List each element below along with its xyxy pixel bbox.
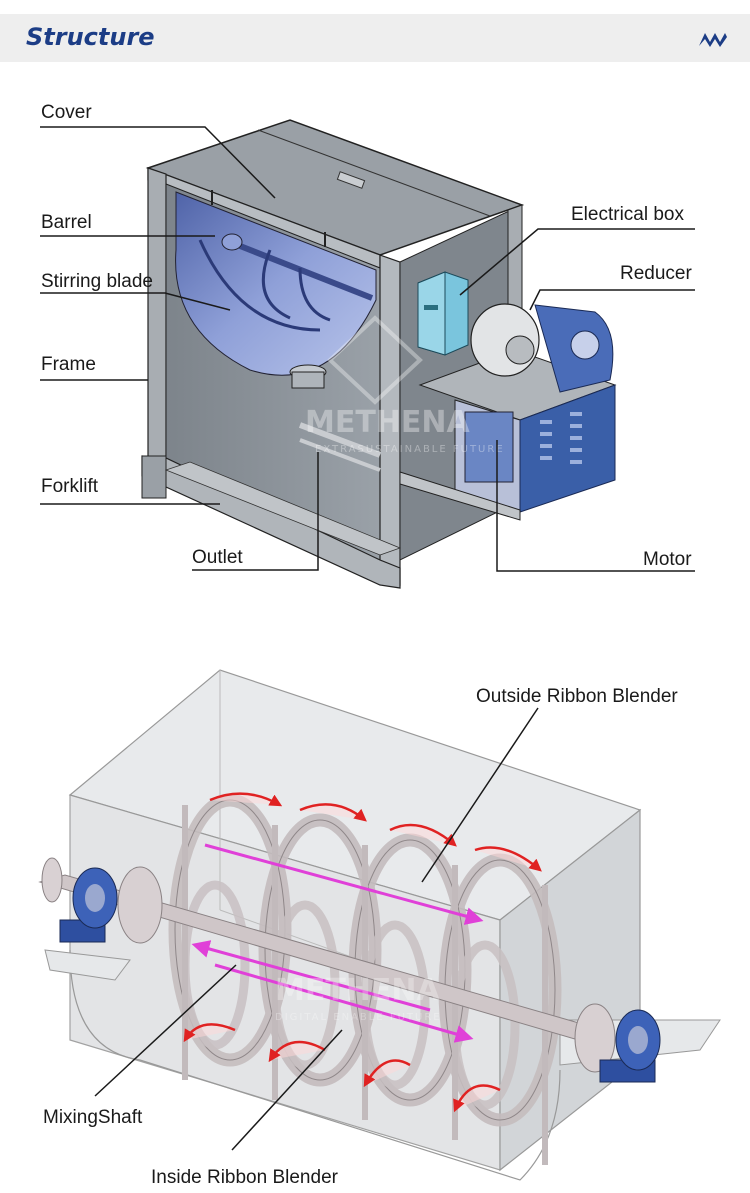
watermark-subtext: DIGITAL ENABLE FUTURE [275, 1012, 442, 1023]
label-inside-ribbon-blender: Inside Ribbon Blender [151, 1167, 338, 1188]
methena-logo-icon [699, 33, 727, 47]
label-forklift: Forklift [41, 476, 98, 497]
stirring-blade-leader-line [40, 292, 231, 311]
label-outside-ribbon-blender: Outside Ribbon Blender [476, 686, 678, 707]
label-stirring-blade: Stirring blade [41, 271, 153, 292]
label-reducer: Reducer [620, 263, 692, 284]
structure-diagram: METHENA EXTRASUSTAINABLE FUTURE [40, 119, 695, 589]
inside-ribbon-leader-line [231, 1029, 343, 1151]
outlet-leader-line [192, 452, 319, 571]
ribbon-blender-diagram: METHENA DIGITAL ENABLE FUTURE [38, 669, 721, 1181]
watermark-text: METHENA [305, 405, 471, 440]
outside-ribbon-leader-line [421, 707, 539, 883]
cover-leader-line [40, 126, 276, 199]
label-mixing-shaft: MixingShaft [43, 1107, 143, 1128]
label-electrical-box: Electrical box [571, 204, 684, 225]
section-header: Structure [0, 14, 750, 62]
section-title: Structure [26, 23, 155, 51]
label-motor: Motor [643, 549, 692, 570]
motor-leader-line [496, 440, 695, 572]
electrical-box-leader-line [459, 228, 695, 296]
watermark-text: METHENA [275, 973, 441, 1008]
mixing-shaft-leader-line [94, 964, 237, 1097]
left-bearing [59, 867, 118, 943]
right-bearing [599, 1009, 661, 1083]
reducer-leader-line [529, 289, 695, 311]
label-barrel: Barrel [41, 212, 92, 233]
label-outlet: Outlet [192, 547, 243, 568]
label-cover: Cover [41, 102, 92, 123]
label-frame: Frame [41, 354, 96, 375]
watermark-subtext: EXTRASUSTAINABLE FUTURE [315, 444, 505, 455]
